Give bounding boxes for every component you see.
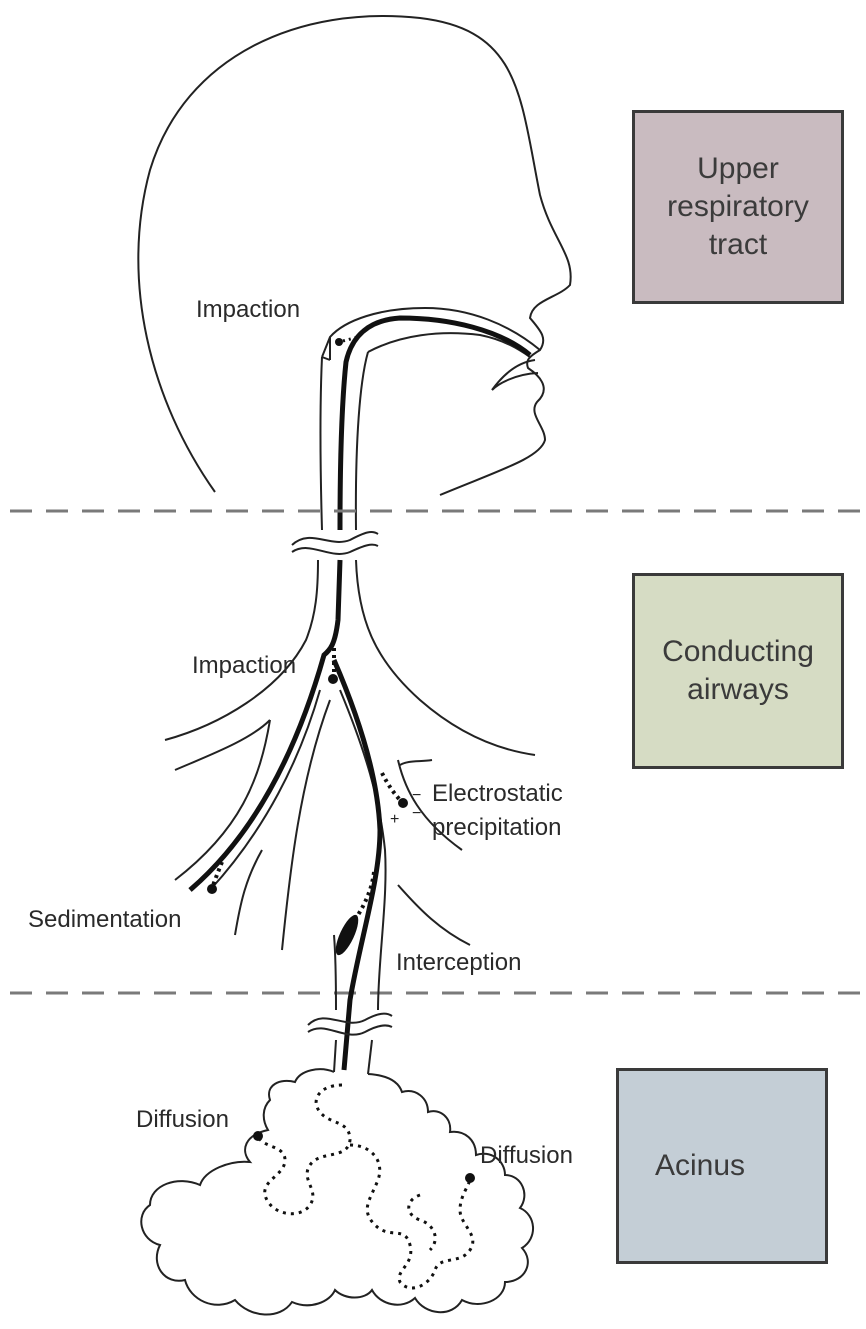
airflow-path-upper [340, 318, 530, 530]
region-upper-respiratory-tract: Upper respiratory tract [632, 110, 844, 304]
label-electrostatic-line2: precipitation [432, 814, 561, 843]
label-sedimentation: Sedimentation [28, 906, 181, 935]
trachea-lower-left-wall [165, 560, 318, 740]
bronchus-left-branch-inner [175, 720, 270, 770]
region-acinus-label: Acinus [619, 1147, 745, 1185]
bronchus-mid-wall-left [282, 700, 330, 950]
label-interception: Interception [396, 949, 521, 978]
bronchus-left-end-wall [334, 935, 336, 1010]
trachea-left-wall [321, 357, 323, 530]
label-impaction-upper: Impaction [196, 296, 300, 325]
diffusion-deposit-left [253, 1131, 263, 1141]
diffusion-path-left [258, 1085, 350, 1214]
region-conducting-label: Conducting airways [662, 633, 814, 709]
charge-minus-2: − [412, 805, 421, 822]
acinus-stem-left [334, 1040, 336, 1072]
airflow-path-lower-right [334, 660, 380, 1070]
region-upper-label: Upper respiratory tract [667, 150, 809, 264]
bronchus-right-branch-2 [398, 885, 470, 945]
acinus-stem-right [368, 1040, 372, 1074]
break-mark-upper-1 [292, 532, 378, 545]
pharynx-tongue [492, 360, 538, 390]
diffusion-deposit-right [465, 1173, 475, 1183]
break-mark-upper-2 [292, 545, 378, 554]
electrostatic-dotted [382, 773, 402, 802]
charge-minus-1: − [412, 787, 421, 804]
nasal-passage-upper-wall [322, 308, 540, 357]
sedimentation-deposit [207, 884, 217, 894]
label-diffusion-left: Diffusion [136, 1106, 229, 1135]
region-acinus: Acinus [616, 1068, 828, 1264]
label-electrostatic-line1: Electrostatic [432, 780, 563, 809]
charge-plus: + [390, 811, 399, 828]
trachea-lower-right-wall [356, 560, 535, 755]
bronchus-left-twig [235, 850, 262, 935]
bronchus-right-branch-3 [400, 760, 432, 765]
label-impaction-lower: Impaction [192, 652, 296, 681]
trachea-right-wall [356, 352, 368, 530]
region-conducting-airways: Conducting airways [632, 573, 844, 769]
impaction-deposit-upper [335, 338, 343, 346]
electrostatic-deposit [398, 798, 408, 808]
impaction-deposit-lower [328, 674, 338, 684]
head-outline [138, 16, 570, 495]
diffusion-path-right-2 [409, 1195, 435, 1250]
label-diffusion-right: Diffusion [480, 1142, 573, 1171]
